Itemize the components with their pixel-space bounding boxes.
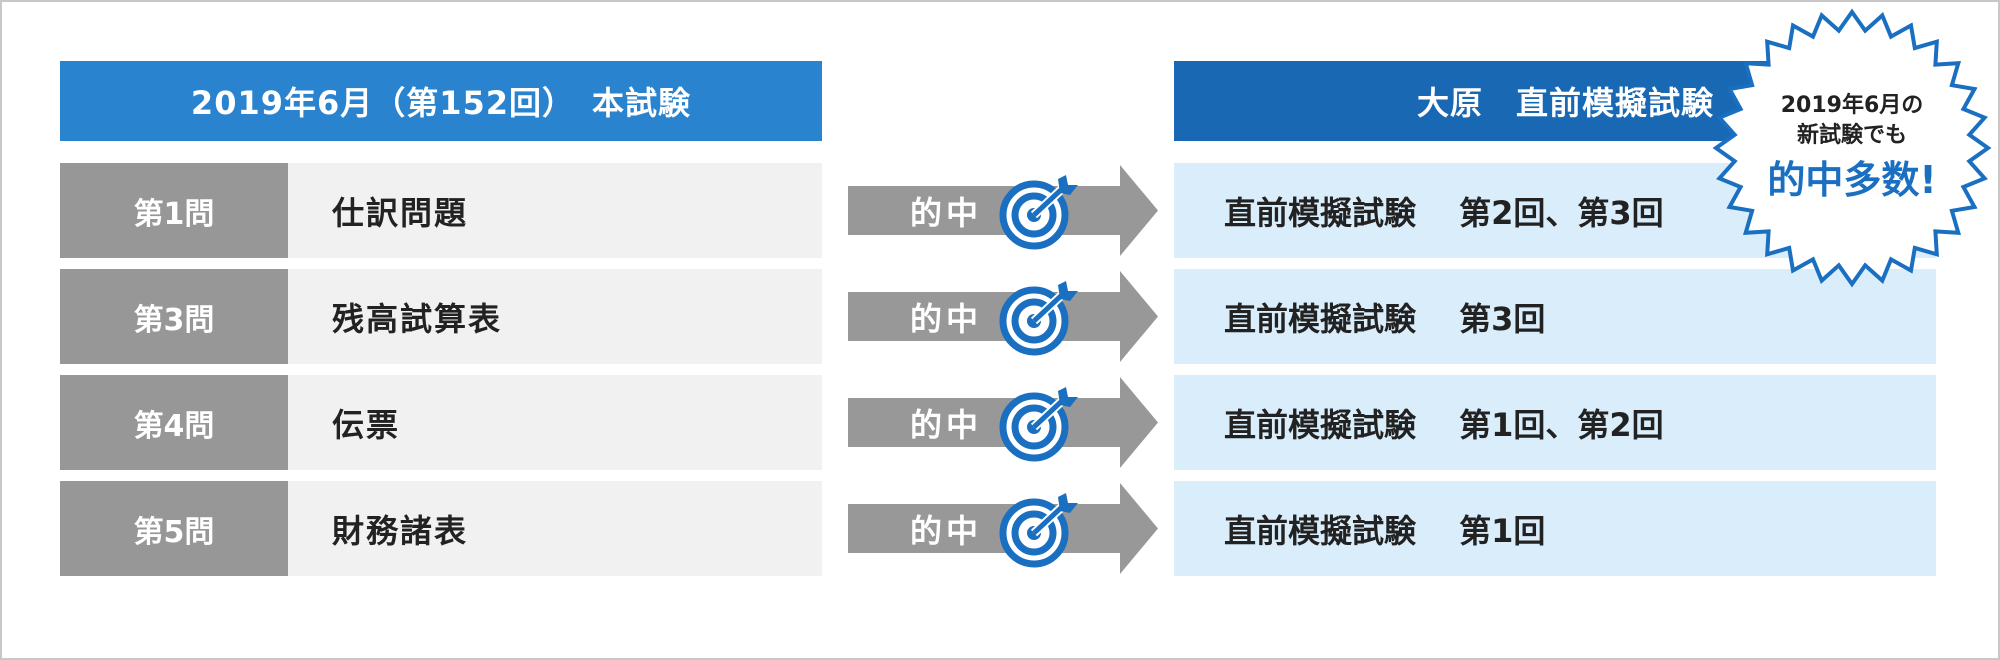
exam-header-title: 2019年6月（第152回） 本試験 (190, 84, 692, 122)
hit-label: 的中 (910, 299, 983, 338)
badge-headline: 的中多数! (1767, 158, 1937, 202)
exam-header: 2019年6月（第152回） 本試験 (60, 61, 822, 141)
question-number: 第1問 (60, 163, 288, 258)
badge-text: 2019年6月の 新試験でも 的中多数! (1710, 6, 1994, 290)
question-topic: 残高試算表 (288, 269, 822, 364)
mock-exam-result: 直前模擬試験 第3回 (1174, 269, 1936, 364)
question-topic: 伝票 (288, 375, 822, 470)
mock-exam-header-title: 大原 直前模擬試験 (1416, 84, 1714, 122)
table-row: 第5問 財務諸表 的中 直前模擬試験 第1回 (0, 481, 2000, 576)
target-icon (999, 493, 1078, 568)
table-row: 第3問 残高試算表 的中 直前模擬試験 第3回 (0, 269, 2000, 364)
badge-line-1: 2019年6月の (1780, 93, 1924, 118)
hit-label: 的中 (910, 511, 983, 550)
mock-exam-result: 直前模擬試験 第1回 (1174, 481, 1936, 576)
question-number: 第4問 (60, 375, 288, 470)
target-icon (999, 281, 1078, 356)
hit-label: 的中 (910, 405, 983, 444)
question-number: 第3問 (60, 269, 288, 364)
badge-line-2: 新試験でも (1796, 123, 1907, 148)
target-icon (999, 175, 1078, 250)
question-number: 第5問 (60, 481, 288, 576)
mock-exam-result: 直前模擬試験 第1回、第2回 (1174, 375, 1936, 470)
question-topic: 財務諸表 (288, 481, 822, 576)
table-row: 第1問 仕訳問題 的中 直前模擬試験 第2回、第3回 (0, 163, 2000, 258)
table-row: 第4問 伝票 的中 直前模擬試験 第1回、第2回 (0, 375, 2000, 470)
hit-label: 的中 (910, 193, 983, 232)
starburst-badge (1712, 8, 1992, 288)
question-topic: 仕訳問題 (288, 163, 822, 258)
target-icon (999, 387, 1078, 462)
